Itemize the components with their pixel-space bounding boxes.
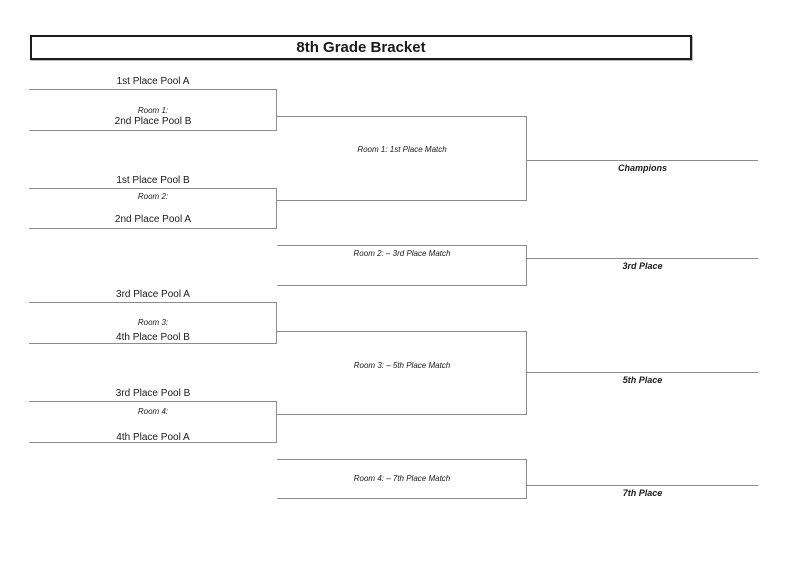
- bracket-line-top: [29, 188, 277, 189]
- bracket-line-top: [29, 401, 277, 402]
- bracket-line-bottom: [277, 200, 527, 201]
- bracket-line-vertical: [276, 89, 277, 131]
- bracket-line-bottom: [277, 414, 527, 415]
- match-label: Room 1: 1st Place Match: [357, 145, 447, 154]
- round1-match-1: 1st Place Pool A Room 1: 2nd Place Pool …: [29, 76, 277, 131]
- bracket-line-vertical: [526, 331, 527, 415]
- room-label: Room 4:: [137, 407, 169, 416]
- round2-match-1st-place: Room 1: 1st Place Match Champions: [277, 116, 758, 201]
- round1-match-3: 3rd Place Pool A Room 3: 4th Place Pool …: [29, 289, 277, 344]
- bracket-line-bottom: [29, 130, 277, 131]
- bracket-line-top: [277, 116, 527, 117]
- round2-match-5th-place: Room 3: – 5th Place Match 5th Place: [277, 331, 758, 415]
- round2-match-3rd-place: Room 2: – 3rd Place Match 3rd Place: [277, 245, 758, 286]
- bracket-line-vertical: [526, 116, 527, 201]
- winner-line: [527, 258, 758, 259]
- team-label-bottom: 2nd Place Pool B: [114, 116, 192, 127]
- match-label: Room 4: – 7th Place Match: [353, 474, 451, 483]
- winner-line: [527, 372, 758, 373]
- winner-line: [527, 485, 758, 486]
- bracket-line-top: [277, 459, 527, 460]
- team-label-top: 3rd Place Pool B: [115, 388, 191, 399]
- round1-match-4: 3rd Place Pool B Room 4: 4th Place Pool …: [29, 388, 277, 443]
- round2-match-7th-place: Room 4: – 7th Place Match 7th Place: [277, 459, 758, 499]
- room-label: Room 3:: [137, 318, 169, 327]
- bracket-line-bottom: [29, 343, 277, 344]
- bracket-line-top: [29, 89, 277, 90]
- bracket-line-vertical: [276, 302, 277, 344]
- round1-match-2: 1st Place Pool B Room 2: 2nd Place Pool …: [29, 175, 277, 229]
- bracket-line-top: [29, 302, 277, 303]
- bracket-line-top: [277, 331, 527, 332]
- team-label-top: 1st Place Pool A: [116, 76, 190, 87]
- result-label-7th-place: 7th Place: [622, 488, 663, 498]
- match-label: Room 3: – 5th Place Match: [353, 361, 451, 370]
- team-label-top: 1st Place Pool B: [116, 175, 190, 186]
- result-label-5th-place: 5th Place: [622, 375, 663, 385]
- bracket-line-bottom: [29, 228, 277, 229]
- result-label-champions: Champions: [617, 163, 667, 173]
- room-label: Room 2:: [137, 192, 169, 201]
- bracket-line-vertical: [276, 188, 277, 229]
- team-label-bottom: 2nd Place Pool A: [114, 214, 192, 225]
- match-label: Room 2: – 3rd Place Match: [353, 249, 451, 258]
- room-label: Room 1:: [137, 106, 169, 115]
- result-label-3rd-place: 3rd Place: [622, 261, 663, 271]
- bracket-line-vertical: [526, 245, 527, 286]
- bracket-line-vertical: [276, 401, 277, 443]
- bracket-line-top: [277, 245, 527, 246]
- bracket-line-bottom: [29, 442, 277, 443]
- page-title: 8th Grade Bracket: [30, 35, 692, 60]
- bracket-line-vertical: [526, 459, 527, 499]
- winner-line: [527, 160, 758, 161]
- team-label-bottom: 4th Place Pool B: [116, 332, 190, 343]
- team-label-top: 3rd Place Pool A: [116, 289, 190, 300]
- bracket-line-bottom: [277, 498, 527, 499]
- bracket-line-bottom: [277, 285, 527, 286]
- team-label-bottom: 4th Place Pool A: [116, 432, 190, 443]
